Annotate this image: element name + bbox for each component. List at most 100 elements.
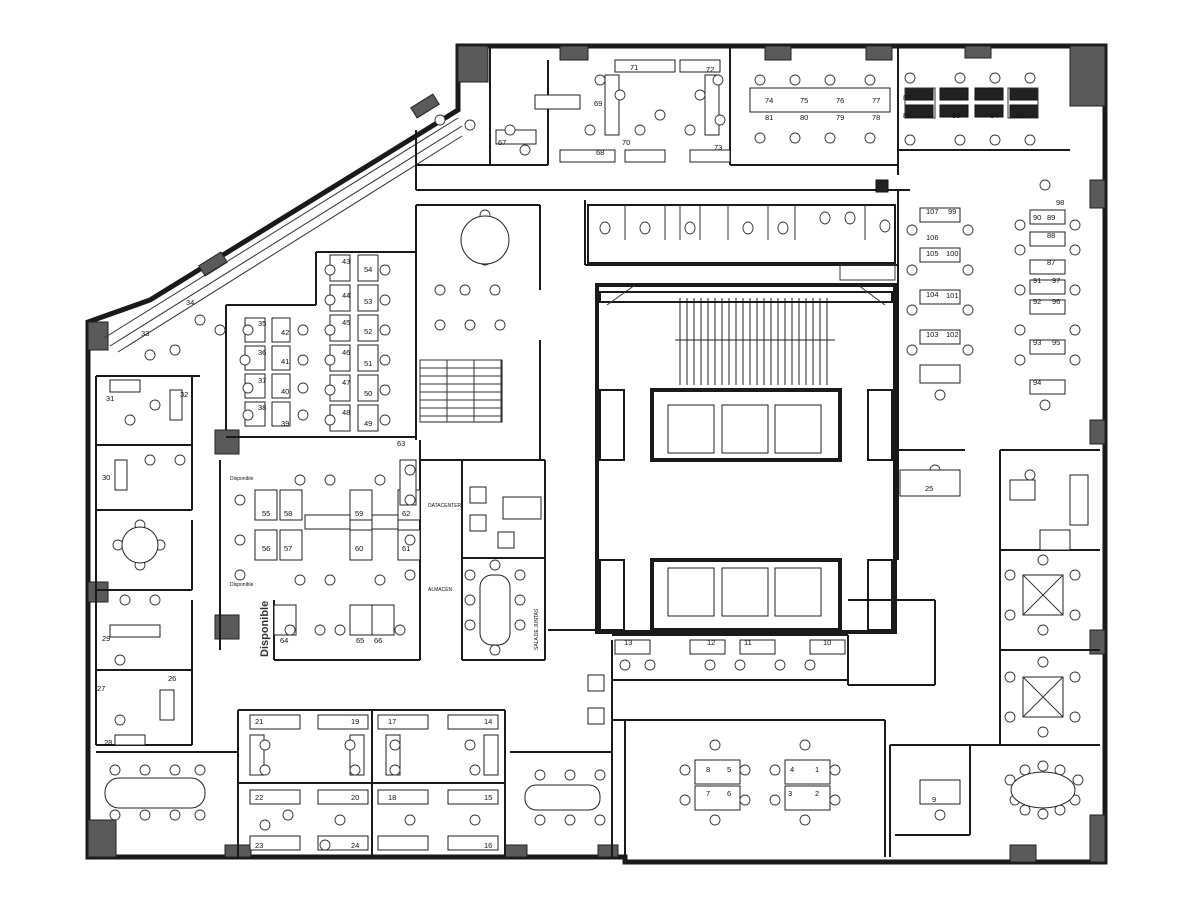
chair [114, 654, 126, 666]
desk-number-78: 78 [872, 113, 880, 122]
desk [279, 489, 303, 521]
desk-number-66: 66 [374, 636, 382, 645]
chair [239, 354, 251, 366]
chair [1004, 569, 1016, 581]
chair [904, 72, 916, 84]
desk-number-22: 22 [255, 793, 263, 802]
chair [324, 264, 336, 276]
desk [114, 459, 128, 491]
desk-number-91: 91 [1033, 276, 1041, 285]
desk [317, 789, 369, 805]
chair [769, 794, 781, 806]
chair [469, 814, 481, 826]
desk-number-92: 92 [1033, 297, 1041, 306]
chair [294, 574, 306, 586]
desk-number-47: 47 [342, 378, 350, 387]
chair [109, 764, 121, 776]
chair [374, 574, 386, 586]
desk [624, 149, 666, 163]
desk-number-58: 58 [284, 509, 292, 518]
desk [447, 835, 499, 851]
chair [334, 814, 346, 826]
chair [489, 284, 501, 296]
desk-number-46: 46 [342, 348, 350, 357]
desk-number-80: 80 [800, 113, 808, 122]
chair [1037, 554, 1049, 566]
chair [709, 814, 721, 826]
desk [254, 489, 278, 521]
chair [324, 574, 336, 586]
desk-number-85: 85 [1016, 111, 1024, 120]
chair [514, 569, 526, 581]
desk-number-15: 15 [484, 793, 492, 802]
chair [584, 124, 596, 136]
chair [824, 74, 836, 86]
desk [919, 329, 961, 345]
desk-number-8: 8 [706, 765, 710, 774]
chair [149, 594, 161, 606]
desk [254, 529, 278, 561]
chair [297, 354, 309, 366]
desk-number-67: 67 [498, 138, 506, 147]
desk-number-93: 93 [1033, 338, 1041, 347]
desk [749, 87, 891, 113]
desk-number-32: 32 [180, 390, 188, 399]
desk-number-73: 73 [714, 143, 722, 152]
chair [1037, 624, 1049, 636]
desk [271, 345, 291, 371]
chair [324, 474, 336, 486]
desk-number-21: 21 [255, 717, 263, 726]
chair [139, 809, 151, 821]
dark-workstation [974, 87, 1004, 101]
dark-workstation [1009, 87, 1039, 101]
chair [489, 644, 501, 656]
chair [962, 344, 974, 356]
desk-number-96: 96 [1052, 297, 1060, 306]
chair [464, 319, 476, 331]
chair [789, 74, 801, 86]
chair [297, 324, 309, 336]
chair [1069, 354, 1081, 366]
desk [689, 639, 726, 655]
chair [564, 769, 576, 781]
chair [504, 124, 516, 136]
chair [194, 809, 206, 821]
chair [324, 414, 336, 426]
desk [377, 714, 429, 730]
chair [459, 284, 471, 296]
desk [357, 344, 379, 372]
desk-number-45: 45 [342, 318, 350, 327]
chair [962, 224, 974, 236]
chair [124, 414, 136, 426]
desk [784, 759, 831, 785]
chair [634, 124, 646, 136]
chair [434, 114, 446, 126]
desk-number-104: 104 [926, 290, 939, 299]
desk [349, 489, 373, 521]
chair [829, 794, 841, 806]
desk [304, 514, 351, 530]
structural-columns [87, 45, 1106, 863]
desk [1029, 299, 1066, 315]
desk-number-52: 52 [364, 327, 372, 336]
furniture [109, 59, 1084, 851]
desk [689, 149, 731, 163]
chair [374, 474, 386, 486]
desk-number-103: 103 [926, 330, 939, 339]
workstation-frame [904, 87, 936, 119]
desk-number-75: 75 [800, 96, 808, 105]
desk [1009, 479, 1036, 501]
chair [1024, 469, 1036, 481]
chair [144, 349, 156, 361]
desk [614, 639, 651, 655]
desk-number-86: 86 [903, 111, 911, 120]
desk [739, 639, 776, 655]
desk-number-100: 100 [946, 249, 959, 258]
desk-number-7: 7 [706, 789, 710, 798]
desk-number-27: 27 [97, 684, 105, 693]
desk-number-101: 101 [946, 291, 959, 300]
chair [494, 319, 506, 331]
desk-number-36: 36 [258, 348, 266, 357]
chair [464, 569, 476, 581]
